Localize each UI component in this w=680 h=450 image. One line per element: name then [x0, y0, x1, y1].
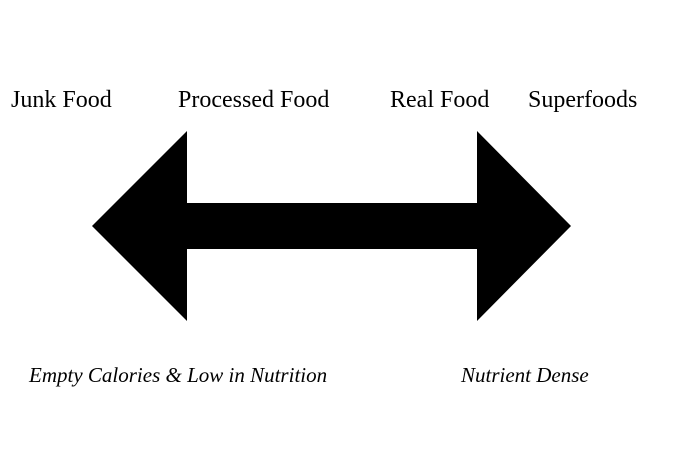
top-label-junk-food: Junk Food: [11, 87, 112, 113]
bottom-label-empty-calories: Empty Calories & Low in Nutrition: [29, 363, 328, 387]
bottom-label-nutrient-dense: Nutrient Dense: [461, 363, 589, 387]
double-arrow-icon: [92, 131, 571, 321]
top-label-superfoods: Superfoods: [528, 87, 638, 113]
top-label-real-food: Real Food: [390, 87, 490, 113]
top-label-processed-food: Processed Food: [178, 87, 330, 113]
